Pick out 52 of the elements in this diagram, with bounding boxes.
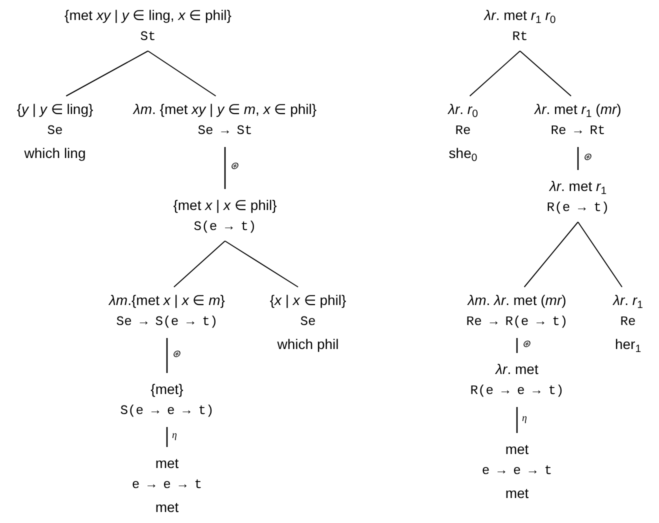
semantic-term: {met x | x ∈ phil} (173, 196, 277, 215)
semantic-term: λm.{met x | x ∈ m} (109, 291, 225, 310)
word-label: met (505, 484, 529, 503)
type-label: e → e → t (482, 462, 552, 480)
tree-branch (469, 50, 520, 96)
semantic-term: λm. {met xy | y ∈ m, x ∈ phil} (133, 100, 317, 119)
type-label: Se (300, 313, 316, 331)
tree-branch (516, 407, 518, 433)
semantic-term: λr. r$_{1}$ (613, 291, 643, 311)
type-label: Re → Rt (550, 122, 606, 140)
word-label: met (155, 498, 179, 517)
semantic-term: {met} (150, 380, 184, 399)
tree-branch (166, 338, 168, 373)
semantic-term: {x | x ∈ phil} (270, 291, 346, 310)
type-label: Re (620, 313, 636, 331)
tree-branch (66, 50, 148, 96)
type-label: S(e → e → t) (120, 402, 214, 420)
tree-branch (578, 222, 622, 288)
tree-branch (148, 50, 216, 96)
semantic-term: {y | y ∈ ling} (16, 100, 94, 119)
semantic-term: λr. r$_{0}$ (448, 100, 478, 120)
word-label: she$_{0}$ (448, 144, 478, 164)
semantic-term: λr. met r$_{1}$ r$_{0}$ (484, 6, 556, 26)
semantic-term: λr. met (496, 360, 538, 379)
word-label: which phil (277, 335, 339, 354)
semantic-term: λr. met r$_{1}$ (549, 177, 607, 197)
tree-branch (173, 240, 226, 288)
word-label: her$_{1}$ (614, 335, 642, 355)
tree-branch (224, 240, 299, 288)
type-label: Se (47, 122, 63, 140)
type-label: S(e → t) (194, 218, 256, 236)
word-label: which ling (24, 144, 86, 163)
type-label: R(e → t) (546, 199, 610, 217)
type-label: e → e → t (132, 476, 202, 494)
type-label: Rt (512, 28, 528, 46)
tree-branch (516, 338, 518, 353)
semantic-term: {met xy | y ∈ ling, x ∈ phil} (64, 6, 232, 25)
tree-branch (520, 50, 572, 96)
semantic-term: λm. λr. met (mr) (468, 291, 566, 310)
type-label: R(e → e → t) (470, 382, 564, 400)
type-label: Re (455, 122, 471, 140)
tree-branch (224, 147, 226, 189)
semantic-term: λr. met r$_{1}$ (mr) (534, 100, 622, 120)
type-label: Se → S(e → t) (116, 313, 218, 331)
tree-branch (524, 222, 578, 288)
tree-branch (577, 147, 579, 170)
semantic-term: met (505, 440, 529, 459)
type-label: Re → R(e → t) (466, 313, 568, 331)
semantic-term: met (155, 454, 179, 473)
tree-branch (166, 427, 168, 447)
type-label: Se → St (198, 122, 252, 140)
type-label: St (140, 28, 156, 46)
